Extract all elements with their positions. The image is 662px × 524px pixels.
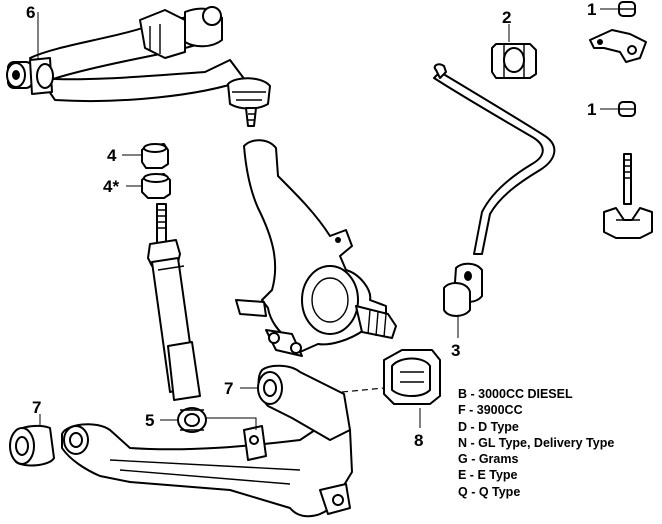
legend-item: N - GL Type, Delivery Type [458,435,615,450]
callout-6: 6 [26,3,35,22]
lower-arm-bushing [9,424,55,467]
lower-control-arm [61,364,353,518]
shock-bushing-lower [141,173,171,199]
stabilizer-bar [433,63,556,255]
legend-item: G - Grams [458,452,519,467]
shock-bushing-upper [141,143,169,169]
callout-4-star: 4* [103,177,119,196]
legend-item: D - D Type [458,419,519,434]
stabilizer-link-bushing-lower [603,101,653,239]
callout-2: 2 [502,8,511,27]
steering-knuckle [235,139,397,357]
callout-8: 8 [414,431,423,450]
leader-lines [37,8,618,430]
legend: B - 3000CC DIESEL F - 3900CC D - D Type … [458,386,614,500]
callout-3: 3 [451,341,460,360]
legend-item: E - E Type [458,468,518,483]
callout-1-lower: 1 [587,100,596,119]
callout-7-lower: 7 [32,398,41,417]
stabilizer-end-bushing [443,262,483,317]
stabilizer-bushing [491,43,537,79]
callout-1-upper: 1 [587,0,596,19]
upper-control-arm [6,6,271,127]
callout-5: 5 [145,411,154,430]
shock-lower-bushing [177,407,207,433]
bump-stopper-bracket [341,349,441,405]
shock-absorber [147,203,201,401]
legend-item: Q - Q Type [458,484,521,499]
legend-item: B - 3000CC DIESEL [458,387,573,401]
stabilizer-link-bushing-upper [589,1,647,63]
legend-item: F - 3900CC [458,403,523,418]
callout-4: 4 [107,146,117,165]
callout-7-upper: 7 [224,379,233,398]
